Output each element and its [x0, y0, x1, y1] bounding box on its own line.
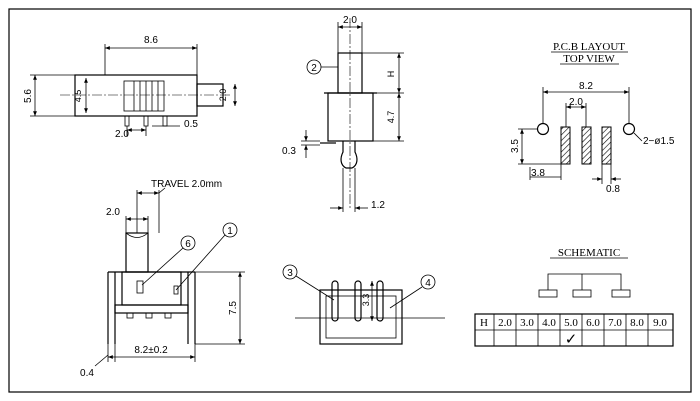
- front-view-pin: [164, 312, 172, 319]
- callout-2-label: 2: [311, 63, 317, 74]
- dim-front-width: 8.2±0.2: [134, 345, 168, 356]
- height-table-header: H: [480, 317, 488, 329]
- pcb-dim-pitch: 2.0: [569, 97, 583, 108]
- height-table-cell: 5.0: [564, 317, 578, 329]
- dim-top-height-inner: 4.5: [73, 90, 83, 103]
- pcb-pad: [601, 126, 612, 165]
- pcb-mount-hole: [622, 122, 636, 136]
- dim-front-travel: TRAVEL 2.0mm: [151, 179, 222, 190]
- dim-top-height-outer: 5.6: [23, 89, 34, 103]
- dim-side-actuator-width: 2.0: [343, 15, 357, 26]
- front-view-base: [114, 304, 189, 314]
- schematic-link: [547, 273, 622, 290]
- pcb-dim-hole: 2−ø1.5: [643, 136, 675, 147]
- front-view-actuator: [125, 232, 149, 273]
- pcb-layout: P.C.B LAYOUT TOP VIEW 8.2 2.0 3.5 3.8: [510, 41, 675, 195]
- height-table-check-mark: ✓: [565, 331, 578, 348]
- rear-view: 3.3 3 4: [282, 264, 445, 345]
- side-view-pin: [340, 141, 358, 169]
- dim-top-pin-pitch: 2.0: [115, 129, 129, 140]
- top-view-pin: [162, 115, 168, 127]
- front-view: 2.0 TRAVEL 2.0mm 7.5 8.2±0.2 0.4 6 1: [80, 179, 245, 379]
- front-view-pin: [145, 312, 153, 319]
- height-table-cell: 6.0: [586, 317, 600, 329]
- front-view-pin: [126, 312, 134, 319]
- height-table-cell: 8.0: [630, 317, 644, 329]
- pcb-dim-span: 8.2: [579, 81, 593, 92]
- height-table-cell: 2.0: [498, 317, 512, 329]
- rear-view-pin: [331, 280, 339, 322]
- callout-6: [180, 235, 196, 251]
- top-view-pin: [143, 115, 149, 127]
- rear-view-pin: [354, 280, 362, 322]
- dim-side-pin-width: 1.2: [371, 200, 385, 211]
- callout-6-label: 6: [185, 239, 191, 250]
- height-table-cell: 3.0: [520, 317, 534, 329]
- schematic-terminal: [611, 289, 631, 298]
- top-view-pin: [124, 115, 130, 127]
- callout-4: [420, 274, 436, 290]
- dim-front-height: 7.5: [228, 301, 239, 315]
- dim-side-body-height: 4.7: [386, 111, 396, 124]
- schematic-title: SCHEMATIC: [558, 247, 620, 259]
- pcb-dim-height: 3.5: [510, 139, 521, 153]
- callout-1-label: 1: [227, 226, 233, 237]
- dim-front-pin-thickness: 0.4: [80, 368, 94, 379]
- callout-1: [222, 222, 238, 238]
- side-view-body: [327, 92, 374, 142]
- top-view-actuator-slot: [123, 80, 165, 112]
- callout-3-label: 3: [287, 268, 293, 279]
- schematic-terminal: [572, 289, 592, 298]
- rear-view-pin: [376, 280, 384, 322]
- pcb-pad: [560, 126, 571, 165]
- dim-side-h: H: [386, 71, 396, 78]
- height-table-cell: 4.0: [542, 317, 556, 329]
- schematic-terminal: [538, 289, 558, 298]
- pcb-subtitle: TOP VIEW: [563, 53, 615, 65]
- side-view: 2.0 H 4.7 0.3 1.2 2: [282, 15, 404, 212]
- callout-4-label: 4: [425, 278, 431, 289]
- height-table-cell: 7.0: [608, 317, 622, 329]
- height-table-cell: 9.0: [653, 317, 667, 329]
- dim-front-actuator-width: 2.0: [106, 207, 120, 218]
- dim-side-tab-thickness: 0.3: [282, 146, 296, 157]
- callout-3: [282, 264, 298, 280]
- pcb-dim-pad-width: 0.8: [606, 184, 620, 195]
- pcb-pad: [581, 126, 592, 165]
- pcb-title: P.C.B LAYOUT: [553, 41, 625, 53]
- pcb-dim-offset: 3.8: [531, 168, 545, 179]
- top-view: 8.6 5.6 4.5 2.0 2.0 0.5: [23, 35, 237, 140]
- dim-top-pin-width: 0.5: [184, 119, 198, 130]
- dim-rear-pin-height: 3.3: [361, 294, 371, 307]
- drawing-frame: [8, 8, 692, 393]
- dim-top-actuator-height: 2.0: [218, 89, 228, 102]
- front-view-contact: [173, 285, 179, 295]
- schematic: SCHEMATIC H 2.0 3.0 4.0 5.0 6.0 7.0 8.0 …: [474, 247, 674, 348]
- dim-top-length: 8.6: [144, 35, 158, 46]
- front-view-contact: [136, 280, 144, 294]
- pcb-mount-hole: [536, 122, 550, 136]
